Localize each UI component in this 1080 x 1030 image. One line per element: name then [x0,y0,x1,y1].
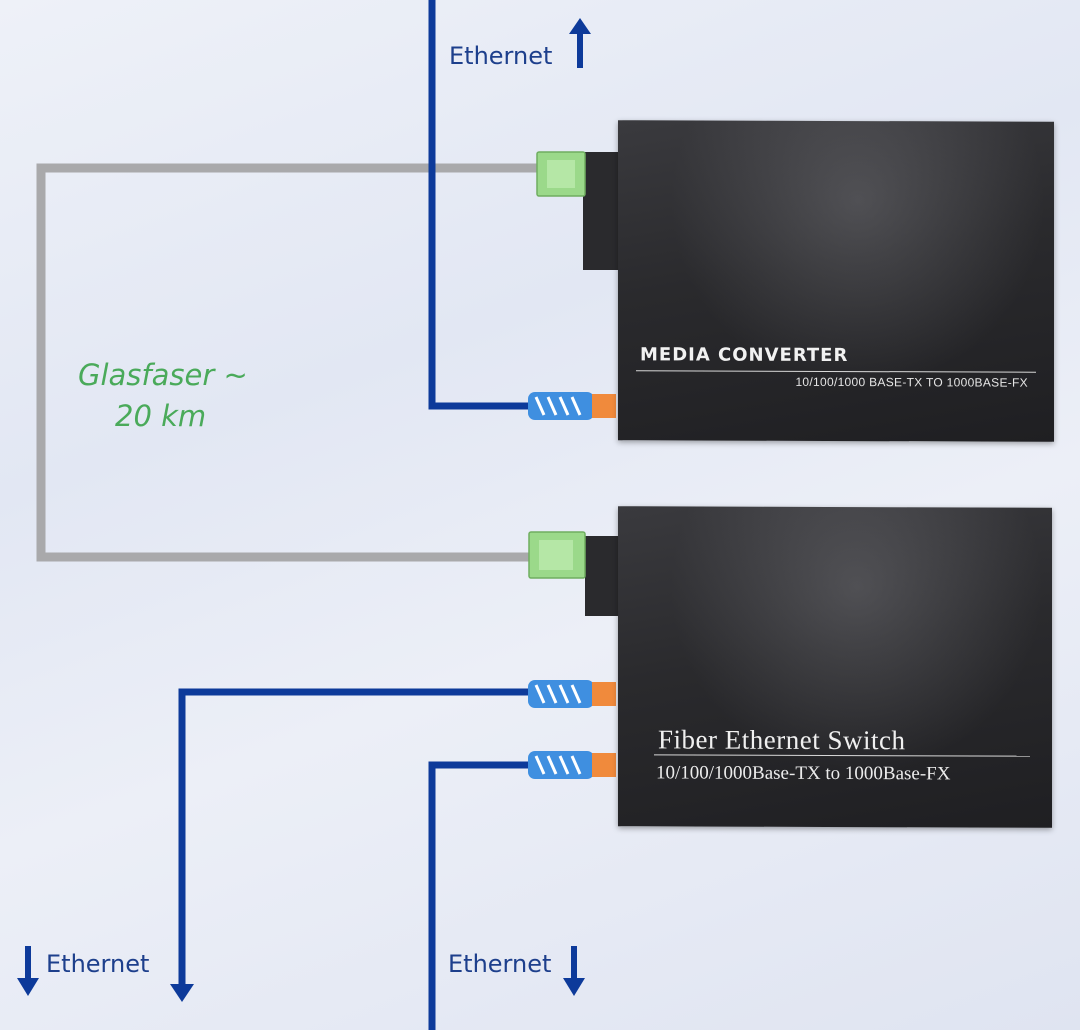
fiber-switch-title: Fiber Ethernet Switch [658,724,906,756]
fiber-distance-label-line2: 20 km [115,399,207,433]
divider [636,370,1036,373]
sfp-module-top [583,152,623,270]
arrow-down-icon [563,946,585,996]
divider [654,754,1030,757]
arrow-down-icon [17,946,39,996]
sfp-module-bottom [585,536,621,616]
fiber-distance-label-line1: Glasfaser ~ [78,358,248,392]
ethernet-label-top: Ethernet [449,42,553,70]
rj45-plug-middle [528,680,616,708]
media-converter-subtitle: 10/100/1000 BASE-TX TO 1000BASE-FX [795,374,1028,390]
media-converter-device: MEDIA CONVERTER 10/100/1000 BASE-TX TO 1… [618,120,1054,442]
fiber-connector-bottom [528,531,586,579]
ethernet-cable-bottom-left [178,688,545,990]
ethernet-label-bottom-middle: Ethernet [448,950,552,978]
fiber-switch-subtitle: 10/100/1000Base-TX to 1000Base-FX [656,762,951,785]
rj45-plug-bottom [528,751,616,779]
fiber-connector-top [536,151,586,197]
ethernet-label-bottom-left: Ethernet [46,950,150,978]
ethernet-cable-bottom-middle [428,761,545,1030]
rj45-plug-top [528,392,616,420]
ethernet-cable-top [428,0,545,410]
fiber-switch-device: Fiber Ethernet Switch 10/100/1000Base-TX… [618,506,1052,828]
arrow-down-icon [170,984,194,1002]
arrow-up-icon [569,18,591,68]
fiber-cable [36,163,545,562]
media-converter-title: MEDIA CONVERTER [640,344,849,367]
